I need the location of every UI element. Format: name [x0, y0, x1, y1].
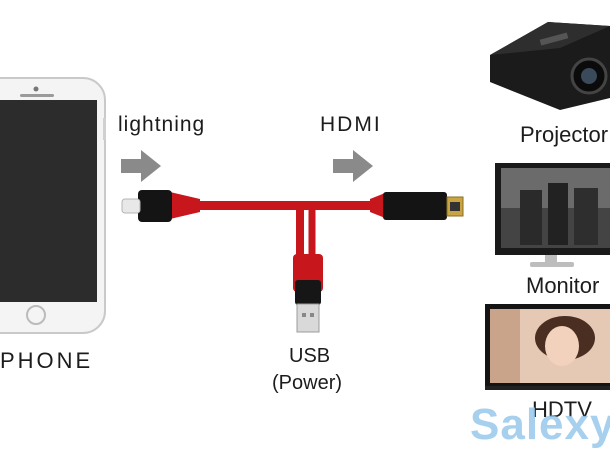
monitor-label: Monitor: [526, 273, 600, 298]
lightning-label: lightning: [118, 113, 206, 136]
usb-connector: [293, 254, 323, 333]
projector-label: Projector: [520, 122, 609, 147]
smartphone-icon: [0, 77, 106, 334]
hdtv-label: HDTV: [532, 397, 592, 422]
arrow-right-icon: [121, 150, 161, 182]
watermark-logo: Salexy: [470, 400, 610, 449]
lightning-connector: [121, 190, 172, 222]
tv-icon: [485, 304, 610, 390]
projector-icon: [490, 22, 610, 110]
adapter-cable: [170, 192, 385, 256]
power-label: (Power): [272, 372, 343, 394]
hdmi-label: HDMI: [320, 113, 382, 136]
monitor-icon: [495, 163, 610, 267]
phone-label: PHONE: [0, 348, 94, 373]
usb-label: USB: [289, 345, 331, 367]
hdmi-connector: [383, 192, 464, 220]
arrow-right-icon: [333, 150, 373, 182]
